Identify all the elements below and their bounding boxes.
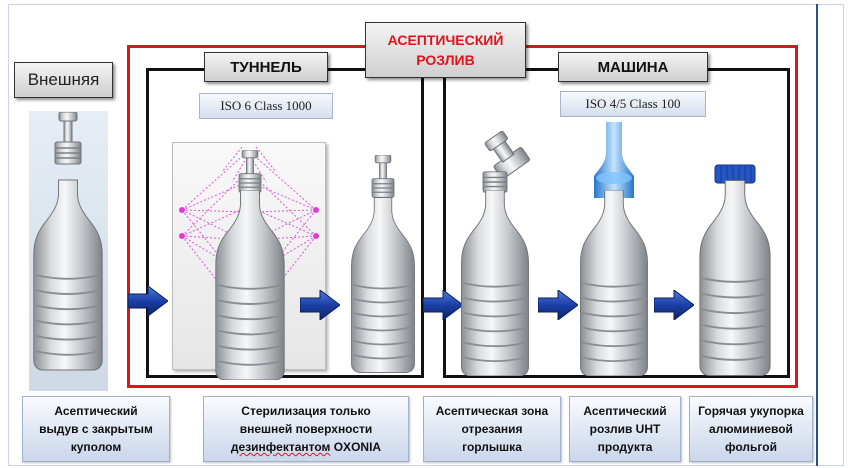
bottle-icon <box>579 190 649 376</box>
bottle-icon <box>460 171 530 376</box>
slide-frame-accent <box>816 4 818 466</box>
caption-line: Асептическая зона <box>435 404 549 418</box>
caption-line: фольгой <box>725 440 777 454</box>
arrow-right-icon <box>128 286 168 316</box>
caption-line: горлышка <box>462 440 522 454</box>
arrow-right-icon <box>654 290 694 320</box>
liquid-stream-icon <box>594 122 634 198</box>
caption-aseptic-blowing: Асептический выдув с закрытым куполом <box>22 396 170 462</box>
aseptic-label-line2: РОЗЛИВ <box>416 52 475 68</box>
outside-label: Внешняя <box>14 62 113 98</box>
caption-line: внешней поверхности <box>239 422 373 436</box>
tunnel-label: ТУННЕЛЬ <box>204 52 328 82</box>
caption-line: выдув с закрытым <box>39 422 153 436</box>
caption-line: розлив UHT <box>589 422 661 436</box>
caption-line: продукта <box>597 440 653 454</box>
bottle-icon <box>698 180 772 376</box>
cut-top-icon <box>484 130 530 180</box>
slide-frame <box>8 4 844 466</box>
caption-line: отрезания <box>461 422 523 436</box>
caption-line: алюминиевой <box>709 422 793 436</box>
caption-sterilization: Стерилизация только внешней поверхности де… <box>203 396 409 462</box>
caption-line: Асептический <box>54 404 138 418</box>
iso-machine-badge: ISO 4/5 Class 100 <box>560 91 706 117</box>
aseptic-filling-label: АСЕПТИЧЕСКИЙ РОЗЛИВ <box>365 22 526 78</box>
bottle-icon <box>350 155 416 374</box>
caption-neck-cutting: Асептическая зона отрезания горлышка <box>423 396 561 462</box>
arrow-right-icon <box>300 290 340 320</box>
caption-line: дезинфектантом <box>230 440 331 454</box>
caption-line: куполом <box>70 440 122 454</box>
iso-tunnel-badge: ISO 6 Class 1000 <box>199 93 333 119</box>
caption-hot-capping: Горячая укупорка алюминиевой фольгой <box>689 396 813 462</box>
caption-line: Стерилизация только <box>241 404 371 418</box>
aseptic-label-line1: АСЕПТИЧЕСКИЙ <box>387 32 504 48</box>
bottle-icon <box>214 150 286 380</box>
caption-line: Горячая укупорка <box>698 404 804 418</box>
machine-label: МАШИНА <box>558 52 708 82</box>
caption-line: Асептический <box>583 404 667 418</box>
cap-icon <box>714 164 756 184</box>
bottle-icon <box>32 112 104 372</box>
caption-uht-filling: Асептический розлив UHT продукта <box>569 396 681 462</box>
arrow-right-icon <box>538 290 578 320</box>
caption-line: OXONIA <box>330 440 382 454</box>
